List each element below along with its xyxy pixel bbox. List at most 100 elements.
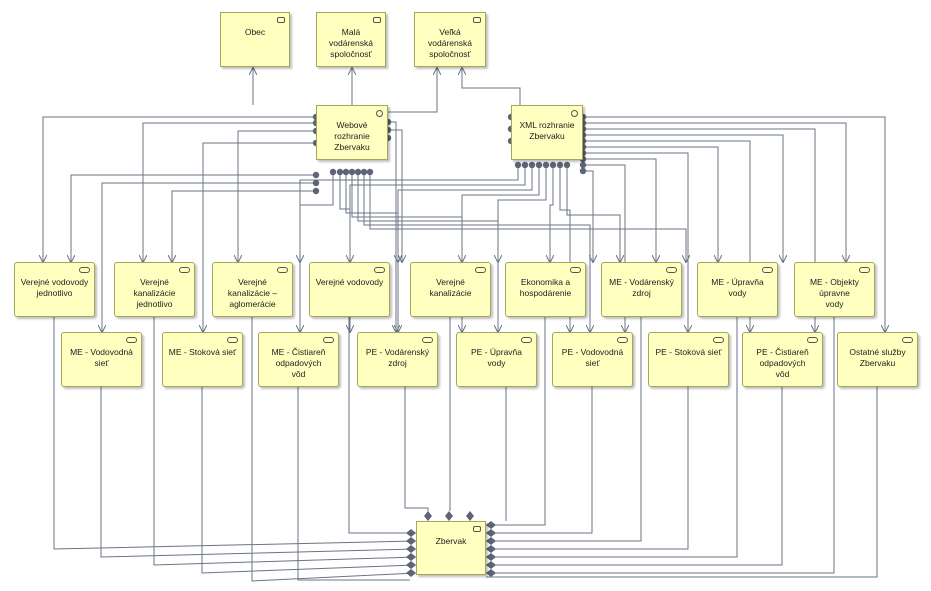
connector-endpoint	[312, 187, 320, 195]
connector-line	[102, 182, 316, 332]
node-label: ME - Úpravňa vody	[711, 277, 764, 298]
aggregation-diamond	[406, 529, 416, 537]
node-label: XML rozhranie Zbervaku	[519, 120, 575, 141]
node-label: PE - Čistiareň odpadových vôd	[756, 347, 809, 379]
service-icon	[713, 337, 724, 343]
service-icon	[179, 267, 190, 273]
service-r1_5[interactable]: Ekonomika a hospodárenie	[505, 262, 586, 317]
connector-line	[238, 130, 316, 262]
service-r2_8[interactable]: Ostatné služby Zbervaku	[837, 332, 918, 387]
connector-endpoint	[549, 161, 557, 169]
connector-line	[486, 317, 642, 542]
service-r2_4[interactable]: PE - Úpravňa vody	[456, 332, 537, 387]
connector-line	[583, 170, 593, 262]
service-r1_0[interactable]: Verejné vodovody jednotlivo	[14, 262, 95, 317]
aggregation-diamond	[486, 529, 496, 537]
component-obec[interactable]: Obec	[220, 12, 290, 67]
connector-line	[53, 317, 417, 550]
service-icon	[617, 337, 628, 343]
aggregation-diamond	[406, 553, 416, 561]
service-r1_1[interactable]: Verejné kanalizácie jednotlivo	[114, 262, 195, 317]
connector-endpoint	[542, 161, 550, 169]
aggregation-diamond	[406, 545, 416, 553]
connector-endpoint	[342, 168, 350, 176]
connector-line	[462, 165, 540, 262]
service-icon	[859, 267, 870, 273]
service-r2_1[interactable]: ME - Stoková sieť	[162, 332, 243, 387]
service-r2_3[interactable]: PE - Vodárenský zdroj	[357, 332, 438, 387]
connector-line	[172, 190, 316, 262]
service-icon	[323, 337, 334, 343]
service-icon	[79, 267, 90, 273]
component-icon	[373, 17, 381, 23]
aggregation-diamond	[486, 537, 496, 545]
service-icon	[126, 337, 137, 343]
connector-endpoint	[579, 161, 587, 169]
connector-line	[348, 317, 416, 534]
connector-line	[201, 387, 417, 574]
node-label: Verejné kanalizácie	[429, 277, 472, 298]
connector-endpoint	[336, 168, 344, 176]
node-label: PE - Vodárenský zdroj	[365, 347, 430, 368]
service-r1_6[interactable]: ME - Vodárenský zdroj	[601, 262, 682, 317]
connector-line	[404, 387, 429, 511]
connector-endpoint	[579, 167, 587, 175]
connector-line	[251, 317, 417, 582]
service-r2_5[interactable]: PE - Vodovodná sieť	[552, 332, 633, 387]
interface-web[interactable]: Webové rozhranie Zbervaku	[316, 105, 388, 160]
node-label: ME - Čistiareň odpadových vôd	[271, 347, 326, 379]
connector-line	[486, 387, 783, 566]
connector-endpoint	[360, 168, 368, 176]
aggregation-diamond	[445, 511, 453, 521]
service-r2_6[interactable]: PE - Stoková sieť	[648, 332, 729, 387]
service-icon	[374, 267, 385, 273]
connector-xml-velka	[462, 68, 521, 105]
connector-line	[203, 142, 316, 332]
connector-line	[71, 174, 316, 262]
connector-line	[350, 165, 526, 262]
connector-line	[583, 146, 718, 262]
connector-line	[583, 158, 656, 262]
node-label: PE - Vodovodná sieť	[561, 347, 624, 368]
node-label: ME - Objekty úpravne vody	[809, 277, 860, 309]
component-icon	[473, 526, 481, 532]
connector-line	[583, 134, 783, 262]
service-r1_7[interactable]: ME - Úpravňa vody	[697, 262, 778, 317]
connector-line	[583, 116, 885, 332]
component-zbervak[interactable]: Zbervak	[416, 521, 486, 575]
node-label: Verejné vodovody jednotlivo	[20, 277, 89, 298]
service-r1_4[interactable]: Verejné kanalizácie	[410, 262, 491, 317]
connector-endpoint	[528, 161, 536, 169]
connector-line	[486, 317, 835, 574]
aggregation-diamond	[486, 569, 496, 577]
node-label: Verejné kanalizácie – aglomerácie	[227, 277, 278, 309]
connector-line	[583, 122, 846, 262]
connector-line	[550, 165, 553, 262]
service-r2_7[interactable]: PE - Čistiareň odpadových vôd	[742, 332, 823, 387]
service-r2_0[interactable]: ME - Vodovodná sieť	[61, 332, 142, 387]
aggregation-diamond	[486, 561, 496, 569]
service-r1_3[interactable]: Verejné vodovody	[309, 262, 390, 317]
connector-web-velka	[385, 68, 437, 113]
service-r2_2[interactable]: ME - Čistiareň odpadových vôd	[258, 332, 339, 387]
component-velka[interactable]: Veľká vodárenská spoločnosť	[414, 12, 486, 67]
aggregation-diamond	[486, 553, 496, 561]
service-icon	[762, 267, 773, 273]
connector-endpoint	[556, 161, 564, 169]
connector-line	[583, 152, 688, 332]
aggregation-diamond	[486, 545, 496, 553]
service-r1_2[interactable]: Verejné kanalizácie – aglomerácie	[212, 262, 293, 317]
service-icon	[227, 337, 238, 343]
connector-line	[363, 172, 590, 332]
service-r1_8[interactable]: ME - Objekty úpravne vody	[794, 262, 875, 317]
interface-xml[interactable]: XML rozhranie Zbervaku	[511, 105, 583, 160]
service-icon	[807, 337, 818, 343]
component-mala[interactable]: Malá vodárenská spoločnosť	[316, 12, 386, 67]
connector-line	[449, 317, 451, 511]
service-icon	[570, 267, 581, 273]
node-label: Veľká vodárenská spoločnosť	[428, 27, 472, 59]
node-label: ME - Vodovodná sieť	[70, 347, 133, 368]
service-icon	[666, 267, 677, 273]
aggregation-diamond	[466, 511, 474, 521]
service-icon	[277, 267, 288, 273]
